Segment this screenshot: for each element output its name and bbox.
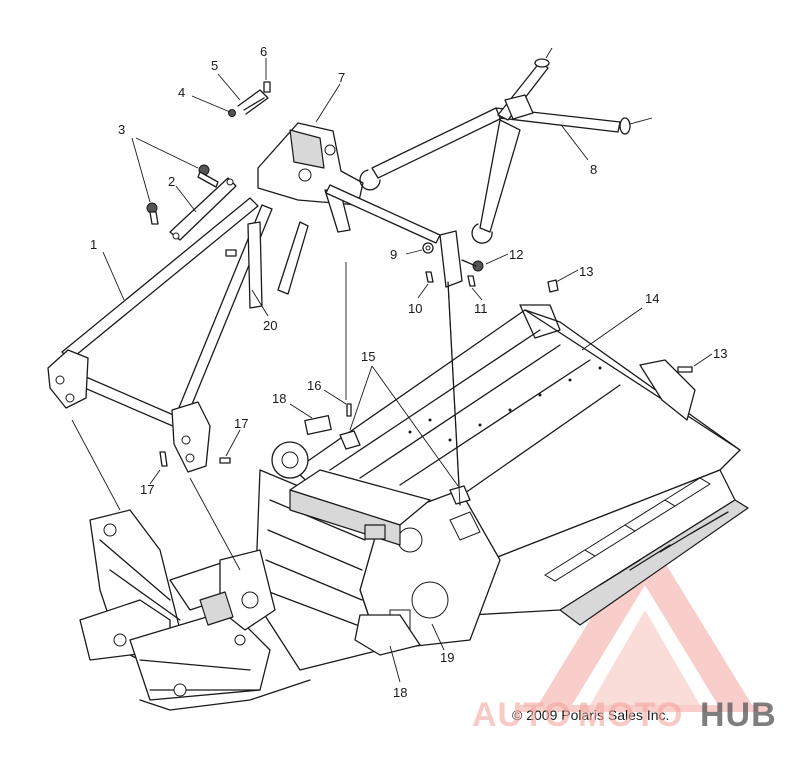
front-lower-frame <box>79 509 311 711</box>
callout-14: 14 <box>645 291 659 306</box>
callout-17-left: 17 <box>140 482 154 497</box>
callout-12: 12 <box>509 247 523 262</box>
callout-5: 5 <box>211 58 218 73</box>
callout-1: 1 <box>90 237 97 252</box>
callout-17-right: 17 <box>234 416 248 431</box>
callout-labels: 1 2 3 4 5 6 7 8 9 10 11 12 13 13 14 15 1… <box>90 44 727 700</box>
callout-18-lower: 18 <box>393 685 407 700</box>
side-cutouts <box>544 477 711 582</box>
bulkhead-assembly <box>254 441 501 671</box>
callout-18-upper: 18 <box>272 391 286 406</box>
watermark-text-moto: MOTO <box>578 696 684 734</box>
callout-19: 19 <box>440 650 454 665</box>
callout-2: 2 <box>168 174 175 189</box>
front-frame-tube <box>47 197 273 473</box>
callout-8: 8 <box>590 162 597 177</box>
callout-11: 11 <box>474 301 488 316</box>
callout-10: 10 <box>408 301 422 316</box>
callout-13-upper: 13 <box>579 264 593 279</box>
support-link <box>169 177 309 295</box>
copyright-notice: © 2009 Polaris Sales Inc. <box>512 707 670 723</box>
callout-16: 16 <box>307 378 321 393</box>
callout-15: 15 <box>361 349 375 364</box>
callout-3: 3 <box>118 122 125 137</box>
watermark-logo-icon <box>520 530 770 712</box>
callout-20: 20 <box>263 318 277 333</box>
upper-bar <box>359 47 653 244</box>
watermark-text-hub: HUB <box>700 696 777 734</box>
callout-7: 7 <box>338 70 345 85</box>
rivets <box>408 366 602 442</box>
rear-frame-tube <box>325 184 463 506</box>
watermark-text-auto: AUTO <box>472 696 572 734</box>
hardware-fasteners <box>146 81 693 505</box>
steering-head-bracket <box>257 122 364 233</box>
callout-13-lower: 13 <box>713 346 727 361</box>
leader-lines <box>71 58 713 683</box>
callout-6: 6 <box>260 44 267 59</box>
callout-4: 4 <box>178 85 185 100</box>
callout-9: 9 <box>390 247 397 262</box>
